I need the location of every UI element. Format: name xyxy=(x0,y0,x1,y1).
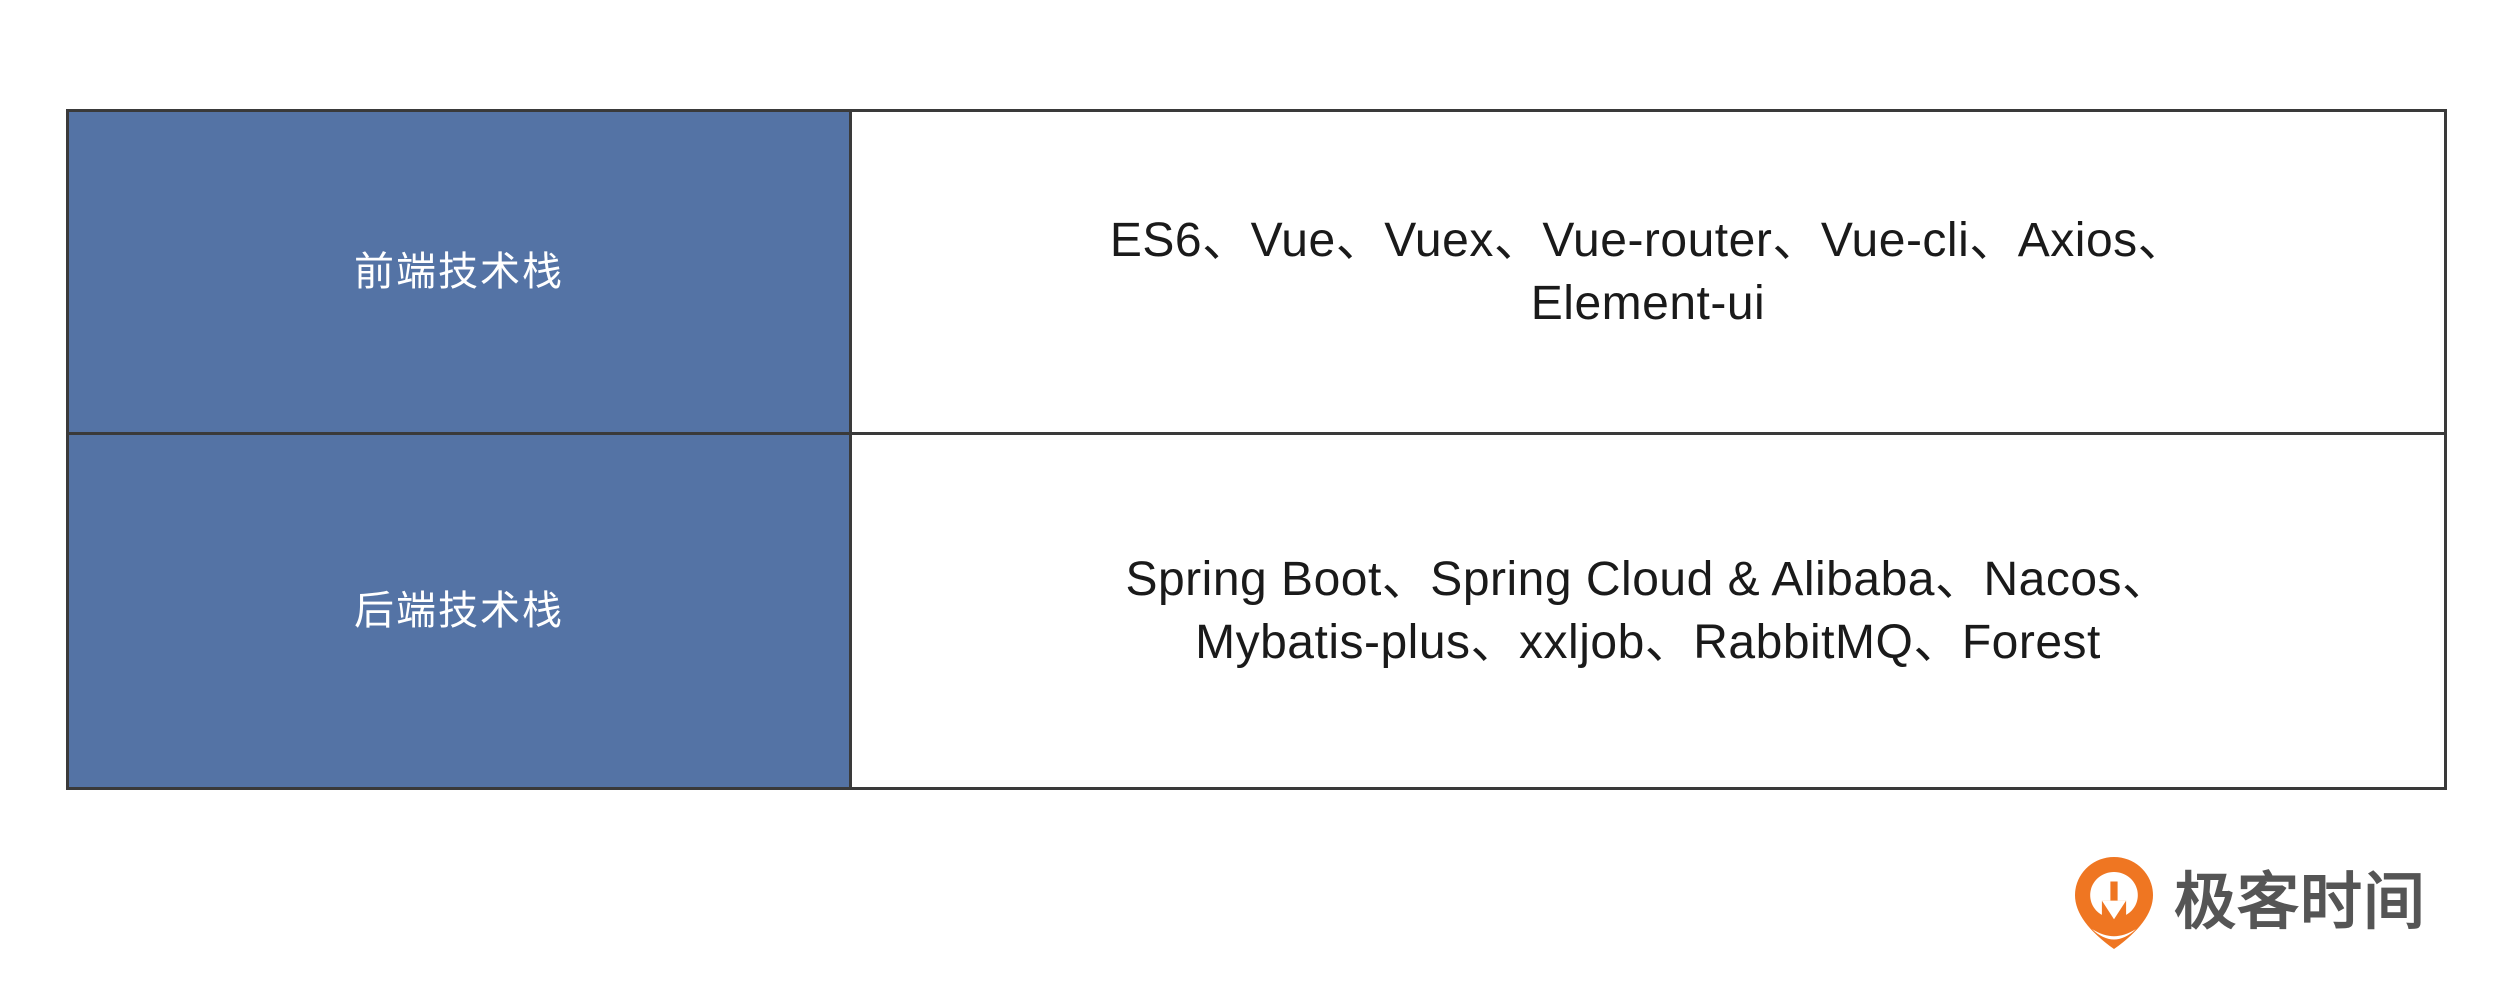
value-line: Mybatis-plus、xxljob、RabbitMQ、Forest xyxy=(1195,616,2101,669)
geektime-pin-icon xyxy=(2075,857,2153,949)
logo-wordmark: 极客时间 xyxy=(2174,868,2427,937)
row-label-frontend: 前端技术栈 xyxy=(66,109,852,435)
row-label-backend: 后端技术栈 xyxy=(66,432,852,790)
tech-stack-table: 前端技术栈 ES6、Vue、Vuex、Vue-router、Vue-cli、Ax… xyxy=(66,109,2447,790)
row-value-frontend: ES6、Vue、Vuex、Vue-router、Vue-cli、Axios、 E… xyxy=(849,109,2447,435)
table-row: 后端技术栈 Spring Boot、Spring Cloud & Alibaba… xyxy=(66,432,2447,790)
value-line: Element-ui xyxy=(1530,277,1766,330)
value-line: Spring Boot、Spring Cloud & Alibaba、Nacos… xyxy=(1125,552,2171,606)
value-line: ES6、Vue、Vuex、Vue-router、Vue-cli、Axios、 xyxy=(1109,213,2187,267)
row-value-backend: Spring Boot、Spring Cloud & Alibaba、Nacos… xyxy=(849,432,2447,790)
table-row: 前端技术栈 ES6、Vue、Vuex、Vue-router、Vue-cli、Ax… xyxy=(66,109,2447,435)
geektime-logo: 极客时间 xyxy=(2072,845,2452,961)
